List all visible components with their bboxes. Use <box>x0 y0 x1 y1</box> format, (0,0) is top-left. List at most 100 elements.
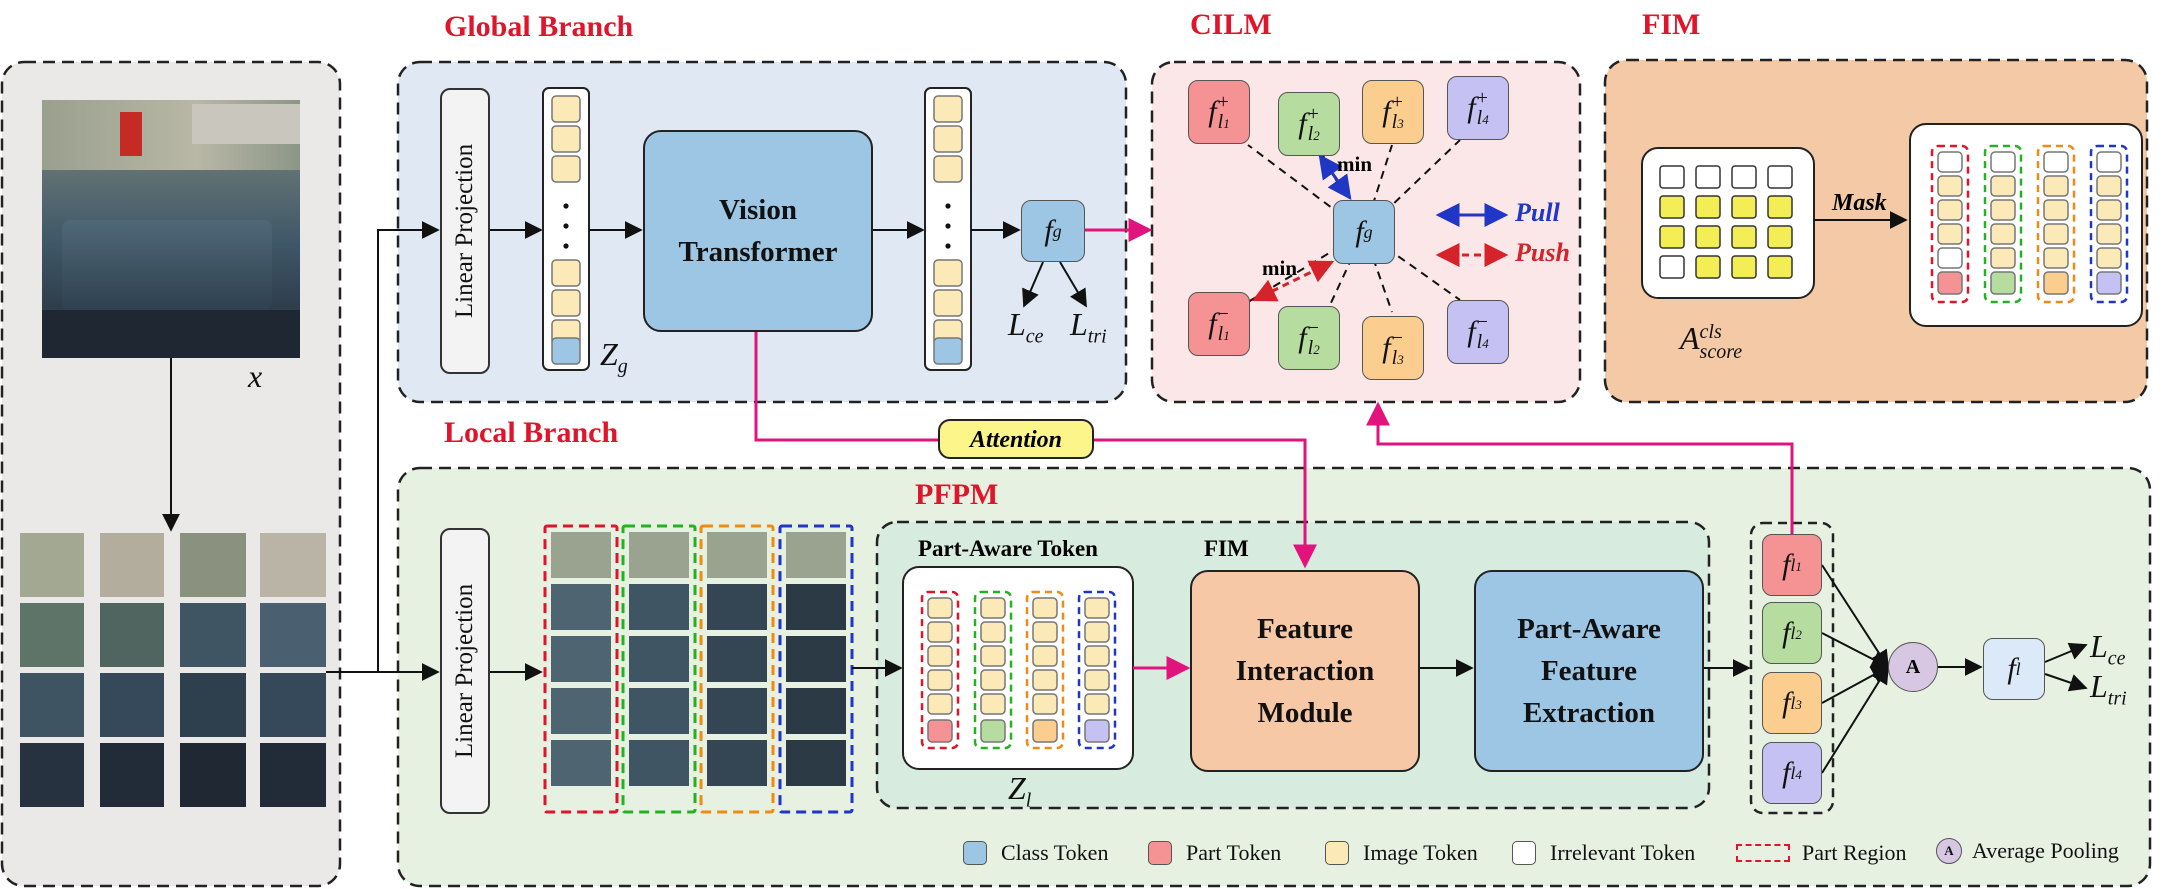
fim-masked-token <box>2043 247 2069 269</box>
part-aware-token-label: Part-Aware Token <box>918 536 1098 561</box>
cilm-positive-feature-4: f+l4 <box>1447 76 1509 140</box>
input-image <box>42 100 300 358</box>
pull-label: Pull <box>1515 198 1560 227</box>
patch-tile <box>20 533 84 597</box>
part-image-token <box>1032 597 1058 619</box>
fim-masked-token <box>1990 151 2016 173</box>
attention-to-fim-arrow <box>1094 438 1317 569</box>
output-token-column-token-0 <box>933 95 963 123</box>
fim-masked-token <box>1990 247 2016 269</box>
patch-tile <box>260 603 326 667</box>
part-image-token <box>1032 693 1058 715</box>
feature-4-to-pool-arrow <box>1821 665 1889 774</box>
output-token-column-token-2 <box>933 155 963 183</box>
zl-label: Zl <box>1008 770 1032 812</box>
fim-masked-token <box>1990 175 2016 197</box>
fim-masked-token <box>2043 175 2069 197</box>
legend-image-token: Image Token <box>1325 840 1478 866</box>
fim-mask-region-1 <box>1930 144 1970 304</box>
fim-masked-token <box>2096 151 2122 173</box>
part-image-token <box>980 669 1006 691</box>
output-token-column-token-b0 <box>933 259 963 287</box>
part-image-token <box>980 597 1006 619</box>
fim-score-cell <box>1767 165 1793 189</box>
zg-token-column-token-b1 <box>551 289 581 317</box>
part-image-token <box>1032 621 1058 643</box>
fim-score-cell <box>1767 195 1793 219</box>
fim-score-cell <box>1695 225 1721 249</box>
zg-label: Zg <box>600 336 628 378</box>
zg-token-column-dot-1 <box>563 223 569 229</box>
fim-masked-token <box>1937 199 1963 221</box>
min-label-bottom: min <box>1262 256 1298 280</box>
part-image-token <box>980 621 1006 643</box>
fl-to-ltri-arrow <box>2044 673 2088 692</box>
legend-part-region: Part Region <box>1736 840 1907 866</box>
fim-mask-region-4 <box>2089 144 2129 304</box>
feature-1-to-pool-arrow <box>1821 564 1889 669</box>
part-token-2 <box>980 719 1006 743</box>
fim-mask-region-3 <box>2036 144 2076 304</box>
fim-score-cell <box>1767 225 1793 249</box>
patch-tile <box>260 533 326 597</box>
legend-part-token: Part Token <box>1148 840 1281 866</box>
cilm-positive-feature-1: f+l1 <box>1188 80 1250 144</box>
part-image-token <box>980 645 1006 667</box>
patch-tile <box>20 673 84 737</box>
fim-score-cell <box>1659 255 1685 279</box>
output-token-column-token-b1 <box>933 289 963 317</box>
fim-score-cell <box>1731 165 1757 189</box>
fim-masked-token <box>2096 175 2122 197</box>
patch-tile <box>20 743 84 807</box>
fim-score-cell <box>1731 195 1757 219</box>
local-part-region-3 <box>699 524 775 814</box>
fim-score-cell <box>1695 165 1721 189</box>
local-ltri: Ltri <box>2090 668 2127 710</box>
fim-masked-token <box>2096 223 2122 245</box>
part-token-region-2 <box>973 590 1013 750</box>
fim-part-token-2 <box>1990 271 2016 295</box>
zg-token-column-token-2 <box>551 155 581 183</box>
fim-score-cell <box>1767 255 1793 279</box>
patch-tile <box>180 603 246 667</box>
patch-tile <box>180 743 246 807</box>
patch-tile <box>100 603 164 667</box>
cilm-negative-feature-2: f−l2 <box>1278 306 1340 370</box>
cilm-positive-feature-3: f+l3 <box>1362 80 1424 144</box>
local-part-strip-3 <box>707 532 767 786</box>
part-image-token <box>1032 645 1058 667</box>
fim-masked-token <box>2043 223 2069 245</box>
cilm-negative-feature-1: f−l1 <box>1188 292 1250 356</box>
global-linear-projection: Linear Projection <box>440 88 490 374</box>
output-token-column-dot-0 <box>945 203 951 209</box>
fim-part-token-3 <box>2043 271 2069 295</box>
patch-tile <box>100 533 164 597</box>
patch-tile <box>260 673 326 737</box>
patch-tile <box>180 533 246 597</box>
attention-tag: Attention <box>938 419 1094 459</box>
cilm-positive-feature-2: f+l2 <box>1278 92 1340 156</box>
local-lce: Lce <box>2090 628 2126 670</box>
fim-masked-token <box>2096 199 2122 221</box>
part-image-token <box>1084 597 1110 619</box>
fl-to-lce-arrow <box>2044 642 2088 663</box>
cilm-pull-arrow <box>1318 154 1352 200</box>
part-token-1 <box>927 719 953 743</box>
fim-masked-token <box>1937 151 1963 173</box>
local-part-region-2 <box>621 524 697 814</box>
fg-to-ltri-arrow <box>1059 261 1087 308</box>
output-token-column-token-1 <box>933 125 963 153</box>
min-label-top: min <box>1337 152 1373 176</box>
fim-score-cell <box>1659 195 1685 219</box>
zg-token-column-token-b0 <box>551 259 581 287</box>
part-image-token <box>1084 693 1110 715</box>
output-token-column-dot-2 <box>945 243 951 249</box>
part-image-token <box>927 597 953 619</box>
